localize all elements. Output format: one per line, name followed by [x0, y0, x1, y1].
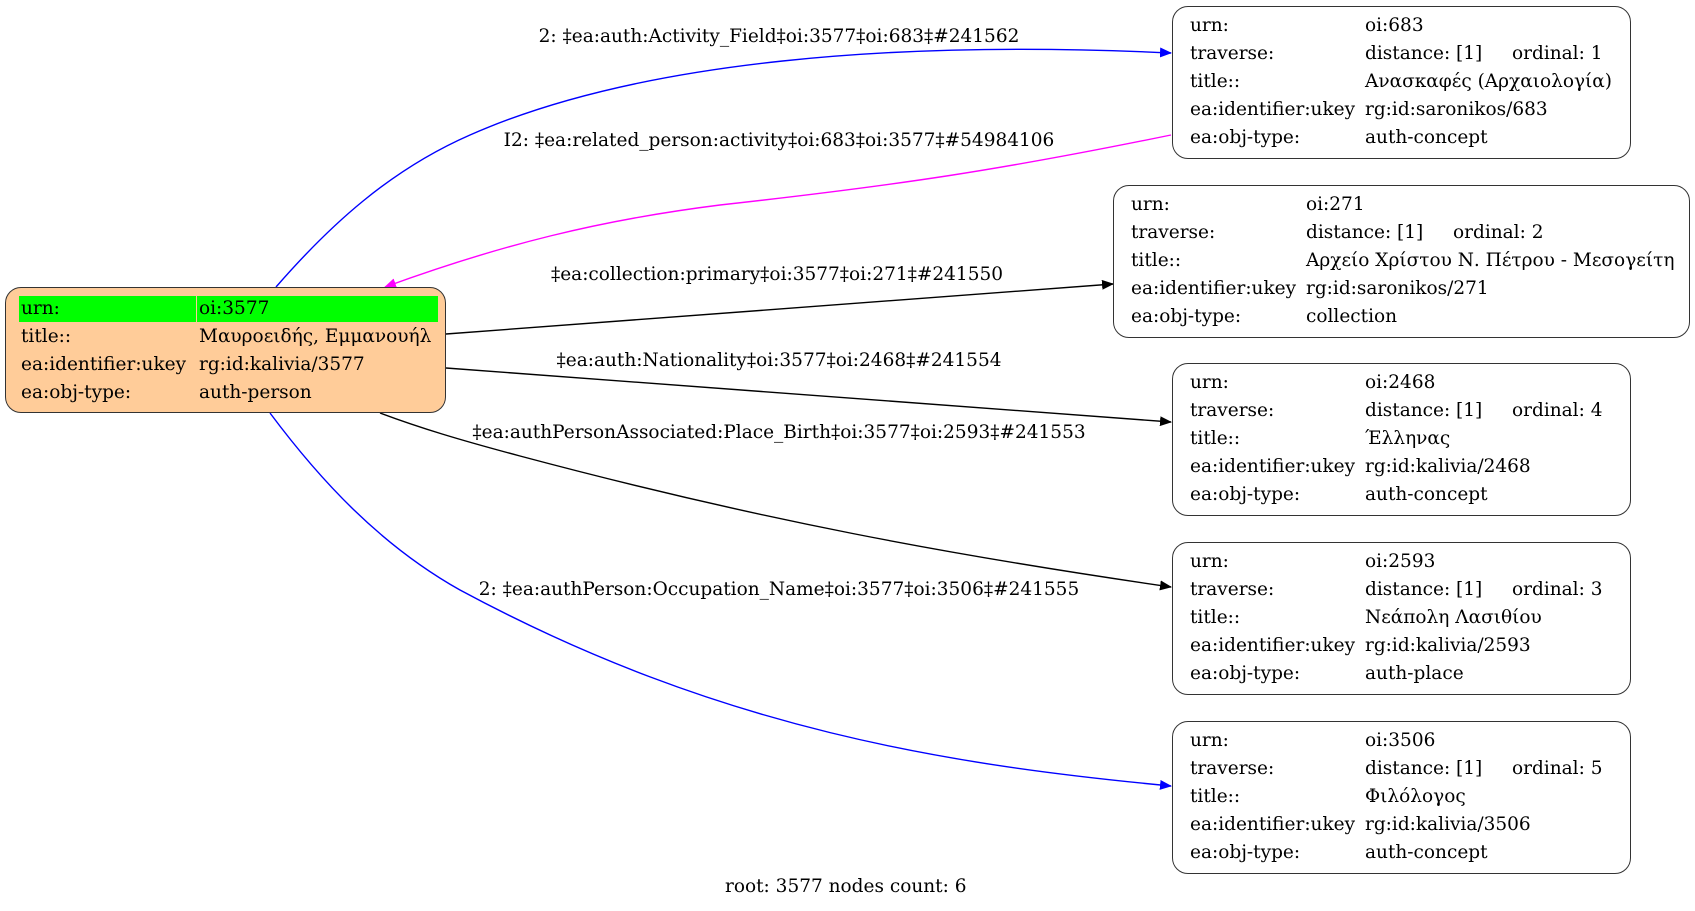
node-key: ea:identifier:ukey — [1190, 99, 1356, 120]
node-key: ea:identifier:ukey — [1131, 278, 1297, 299]
edge-nationality[interactable] — [445, 367, 1172, 427]
node-value: auth-place — [1365, 663, 1464, 684]
node-value: distance: [1] — [1365, 758, 1483, 779]
node-value: oi:683 — [1365, 15, 1424, 36]
node-key: ea:obj-type: — [1190, 127, 1301, 148]
node-value: rg:id:kalivia/2593 — [1365, 635, 1531, 656]
edge-collection-primary[interactable] — [445, 279, 1114, 335]
edge-label-place-birth: ‡ea:authPersonAssociated:Place_Birth‡oi:… — [472, 422, 1085, 443]
node-value: Αρχείο Χρίστου Ν. Πέτρου - Μεσογείτη — [1306, 250, 1675, 271]
edge-label-collection-primary: ‡ea:collection:primary‡oi:3577‡oi:271‡#2… — [551, 264, 1003, 285]
node-value: rg:id:kalivia/2468 — [1365, 456, 1531, 477]
node-key: ea:identifier:ukey — [1190, 814, 1356, 835]
node-key: ea:obj-type: — [1131, 306, 1242, 327]
edge-label-activity-field: 2: ‡ea:auth:Activity_Field‡oi:3577‡oi:68… — [539, 26, 1020, 47]
node-value: oi:2468 — [1365, 372, 1436, 393]
node-value: oi:2593 — [1365, 551, 1436, 572]
graph-footer: root: 3577 nodes count: 6 — [725, 876, 967, 897]
node-value: auth-concept — [1365, 842, 1488, 863]
root-key-urn: urn: — [19, 296, 196, 322]
node-key: traverse: — [1190, 400, 1275, 421]
edge-occupation-name[interactable] — [269, 412, 1172, 790]
node-key: ea:obj-type: — [1190, 484, 1301, 505]
node-value: Νεάπολη Λασιθίου — [1365, 607, 1542, 628]
edge-related-person-activity[interactable] — [384, 134, 1172, 288]
node-value: distance: [1] — [1365, 400, 1483, 421]
node-ordinal: ordinal: 5 — [1512, 758, 1603, 779]
node-value: Έλληνας — [1365, 428, 1451, 449]
node-value: distance: [1] — [1306, 222, 1424, 243]
edge-place-birth[interactable] — [379, 412, 1172, 591]
edge-label-occupation-name: 2: ‡ea:authPerson:Occupation_Name‡oi:357… — [479, 579, 1079, 600]
root-value-urn: oi:3577 — [197, 296, 438, 322]
node-value: rg:id:kalivia/3506 — [1365, 814, 1531, 835]
node-key: urn: — [1131, 194, 1170, 215]
root-key-title: title:: — [21, 326, 72, 347]
node-key: traverse: — [1190, 579, 1275, 600]
root-value-ukey: rg:id:kalivia/3577 — [199, 354, 365, 375]
node-key: urn: — [1190, 15, 1229, 36]
node-key: urn: — [1190, 730, 1229, 751]
node-key: traverse: — [1131, 222, 1216, 243]
edge-label-nationality: ‡ea:auth:Nationality‡oi:3577‡oi:2468‡#24… — [557, 350, 1002, 371]
node-683[interactable]: urn: oi:683 traverse: distance: [1] ordinal… — [1172, 6, 1631, 159]
node-key: title:: — [1190, 786, 1241, 807]
node-key: ea:identifier:ukey — [1190, 635, 1356, 656]
root-key-ukey: ea:identifier:ukey — [21, 354, 187, 375]
node-value: Φιλόλογος — [1365, 786, 1466, 807]
node-value: distance: [1] — [1365, 579, 1483, 600]
node-key: ea:identifier:ukey — [1190, 456, 1356, 477]
node-ordinal: ordinal: 2 — [1453, 222, 1544, 243]
node-value: auth-concept — [1365, 127, 1488, 148]
node-ordinal: ordinal: 4 — [1512, 400, 1603, 421]
node-3506[interactable]: urn: oi:3506 traverse: distance: [1] ordina… — [1172, 721, 1631, 874]
edge-activity-field[interactable] — [275, 47, 1172, 288]
node-key: title:: — [1190, 71, 1241, 92]
node-key: urn: — [1190, 372, 1229, 393]
node-2468[interactable]: urn: oi:2468 traverse: distance: [1] ordina… — [1172, 363, 1631, 516]
node-key: title:: — [1190, 607, 1241, 628]
node-key: title:: — [1131, 250, 1182, 271]
root-value-obj-type: auth-person — [199, 382, 312, 403]
root-key-obj-type: ea:obj-type: — [21, 382, 132, 403]
node-value: oi:271 — [1306, 194, 1365, 215]
node-ordinal: ordinal: 3 — [1512, 579, 1603, 600]
node-271[interactable]: urn: oi:271 traverse: distance: [1] ordinal… — [1113, 185, 1690, 338]
node-key: title:: — [1190, 428, 1241, 449]
node-value: collection — [1306, 306, 1398, 327]
node-value: Ανασκαφές (Αρχαιολογία) — [1365, 71, 1612, 92]
node-value: oi:3506 — [1365, 730, 1436, 751]
edge-label-related-person-activity: I2: ‡ea:related_person:activity‡oi:683‡o… — [504, 130, 1055, 151]
root-value-title: Μαυροειδής, Εμμανουήλ — [199, 326, 432, 347]
node-ordinal: ordinal: 1 — [1512, 43, 1603, 64]
node-value: auth-concept — [1365, 484, 1488, 505]
node-value: rg:id:saronikos/271 — [1306, 278, 1489, 299]
node-value: rg:id:saronikos/683 — [1365, 99, 1548, 120]
node-key: traverse: — [1190, 758, 1275, 779]
node-key: urn: — [1190, 551, 1229, 572]
node-key: ea:obj-type: — [1190, 842, 1301, 863]
root-node[interactable]: urn: oi:3577 title:: Μαυροειδής, Εμμανου… — [5, 287, 446, 413]
node-2593[interactable]: urn: oi:2593 traverse: distance: [1] ordina… — [1172, 542, 1631, 695]
node-value: distance: [1] — [1365, 43, 1483, 64]
node-key: traverse: — [1190, 43, 1275, 64]
node-key: ea:obj-type: — [1190, 663, 1301, 684]
